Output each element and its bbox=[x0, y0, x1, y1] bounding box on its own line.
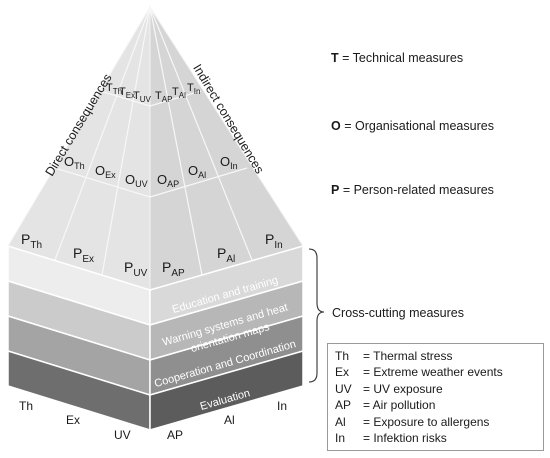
base-label-in: In bbox=[277, 399, 287, 413]
abbr-text: = UV exposure bbox=[363, 381, 443, 396]
base-label-ex: Ex bbox=[66, 413, 80, 427]
legend-organisational: O = Organisational measures bbox=[331, 119, 494, 133]
abbr-row-ap: AP = Air pollution bbox=[335, 397, 543, 413]
o-th-label: OTh bbox=[64, 154, 85, 171]
t-ap-label: TAP bbox=[155, 90, 172, 104]
abbr-row-uv: UV = UV exposure bbox=[335, 381, 543, 397]
legend-organisational-text: = Organisational measures bbox=[340, 119, 494, 133]
cross-cutting-label: Cross-cutting measures bbox=[332, 306, 464, 320]
t-th-label: TTh bbox=[106, 82, 122, 96]
legend-person-related-letter: P bbox=[331, 183, 340, 197]
base-label-al: Al bbox=[224, 413, 235, 427]
p-uv-label: PUV bbox=[124, 259, 148, 279]
legend-technical-letter: T bbox=[331, 51, 339, 65]
legend-organisational-letter: O bbox=[331, 119, 341, 133]
abbr-text: = Thermal stress bbox=[363, 349, 453, 363]
abbr-code: Th bbox=[335, 349, 350, 363]
abbr-text: = Air pollution bbox=[363, 398, 436, 413]
abbr-text: = Extreme weather events bbox=[363, 365, 503, 380]
abbr-text: = Infektion risks bbox=[363, 431, 447, 446]
p-ap-label: PAP bbox=[162, 259, 185, 279]
t-uv-label: TUV bbox=[133, 90, 152, 104]
o-ap-label: OAP bbox=[157, 172, 179, 189]
layer-evaluation-right bbox=[149, 350, 304, 431]
t-in-label: TIn bbox=[187, 82, 200, 96]
p-ex-label: PEx bbox=[73, 245, 94, 265]
abbr-code: Ex bbox=[335, 365, 350, 380]
abbr-row-in: In = Infektion risks bbox=[335, 430, 543, 446]
t-ex-label: TEx bbox=[119, 86, 135, 100]
base-label-th: Th bbox=[19, 399, 33, 413]
base-label-ap: AP bbox=[167, 428, 183, 442]
p-al-label: PAl bbox=[217, 245, 235, 265]
abbreviations-box: Th = Thermal stress Ex = Extreme weather e… bbox=[327, 343, 544, 451]
t-row: TTh TEx TUV TAP TAl TIn bbox=[106, 82, 200, 104]
abbr-row-al: Al = Exposure to allergens bbox=[335, 414, 543, 430]
abbr-code: In bbox=[335, 431, 346, 446]
o-uv-label: OUV bbox=[125, 172, 148, 189]
abbr-row-th: Th = Thermal stress bbox=[335, 348, 543, 364]
abbr-code: UV bbox=[335, 381, 352, 396]
abbr-code: Al bbox=[335, 414, 346, 429]
o-al-label: OAl bbox=[188, 163, 206, 180]
legend-person-related-text: = Person-related measures bbox=[339, 183, 494, 197]
legend-technical-text: = Technical measures bbox=[338, 51, 464, 65]
base-labels: Th Ex UV AP Al In bbox=[19, 399, 287, 442]
pyramid-grid bbox=[54, 6, 253, 276]
legend-technical: T = Technical measures bbox=[331, 51, 463, 65]
o-in-label: OIn bbox=[220, 154, 238, 171]
abbr-code: AP bbox=[335, 398, 352, 413]
p-in-label: PIn bbox=[265, 231, 283, 251]
abbr-row-ex: Ex = Extreme weather events bbox=[335, 364, 543, 380]
cross-cutting-brace bbox=[308, 248, 325, 383]
o-row: OTh OEx OUV OAP OAl OIn bbox=[64, 154, 238, 189]
t-al-label: TAl bbox=[172, 86, 186, 100]
o-ex-label: OEx bbox=[95, 163, 116, 180]
abbr-text: = Exposure to allergens bbox=[363, 414, 490, 429]
p-th-label: PTh bbox=[21, 231, 42, 251]
legend-person-related: P = Person-related measures bbox=[331, 183, 494, 197]
p-row: PTh PEx PUV PAP PAl PIn bbox=[21, 231, 283, 279]
base-label-uv: UV bbox=[114, 428, 131, 442]
